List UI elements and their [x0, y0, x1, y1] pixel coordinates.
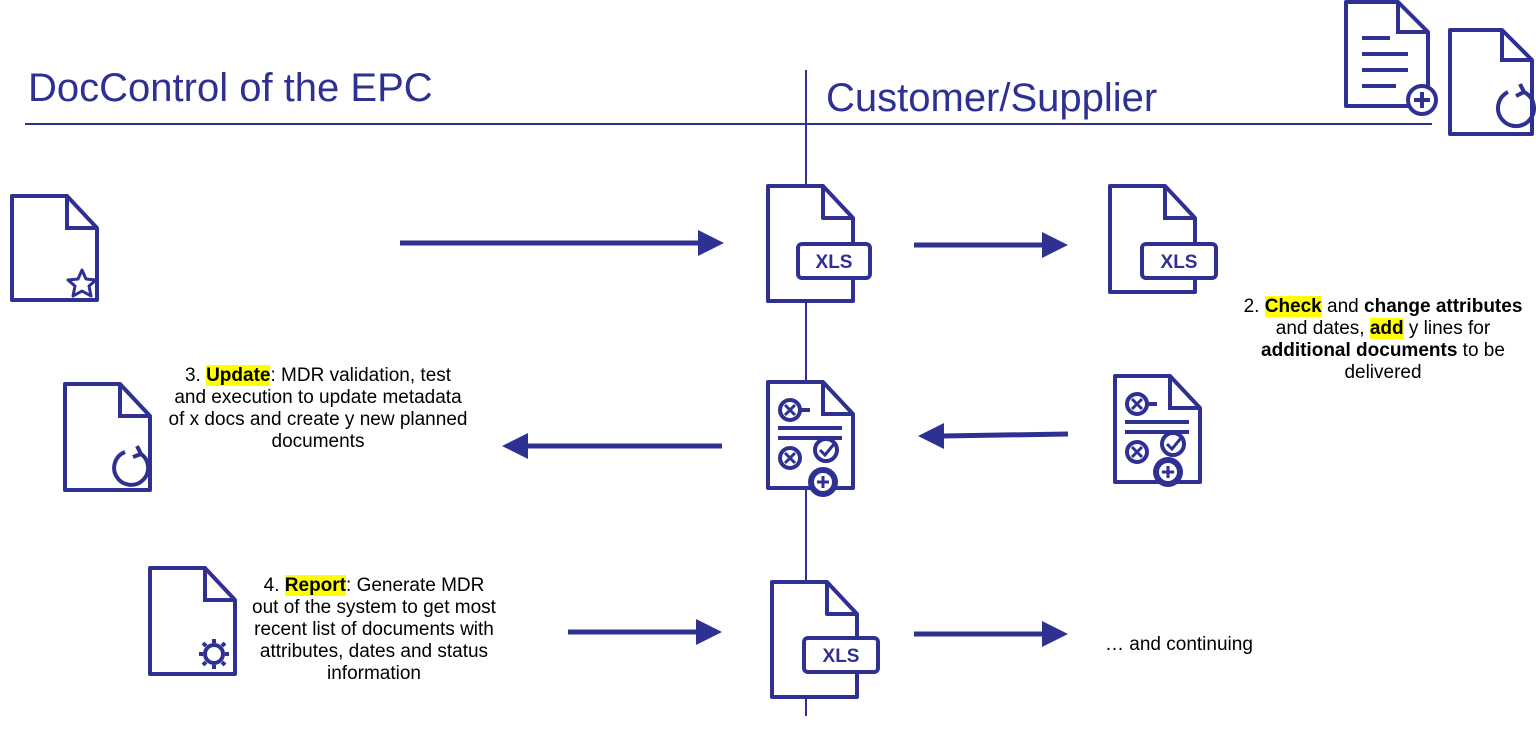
step-text: and dates, [1275, 318, 1370, 339]
arrowhead-update [502, 433, 528, 459]
xls-document-icon-bottom: XLS [770, 580, 880, 699]
checklist-document-add-icon-right [1113, 374, 1202, 487]
continuing-note: … and continuing [1105, 634, 1253, 655]
step-prefix: 2. [1243, 296, 1265, 317]
step-4-note: 4. Report: Generate MDR out of the syste… [250, 575, 498, 685]
step-keyword: Check [1264, 296, 1322, 317]
checklist-document-add-icon [766, 380, 855, 497]
svg-text:XLS: XLS [1161, 252, 1198, 273]
svg-text:XLS: XLS [823, 646, 860, 667]
step-text: to be delivered [1344, 340, 1505, 383]
step-keyword: add [1369, 318, 1404, 339]
xls-document-icon: XLS [766, 184, 872, 303]
page-title-left: DocControl of the EPC [28, 66, 433, 110]
step-text: y lines for [1403, 318, 1491, 339]
arrowhead-send-mdr [698, 230, 724, 256]
arrowhead-return [918, 423, 944, 449]
document-refresh-icon-left [63, 382, 152, 492]
xls-document-icon-right: XLS [1108, 184, 1218, 294]
step-prefix: 3. [184, 365, 207, 386]
arrow-return [941, 431, 1069, 439]
arrowhead-to-customer [1042, 232, 1068, 258]
step-bold-text: change attributes [1364, 296, 1523, 317]
step-keyword: Report [284, 575, 347, 596]
document-star-icon [10, 194, 99, 302]
step-text: and [1321, 296, 1365, 317]
step-2-note: 2. Check and change attributes and dates… [1236, 296, 1530, 384]
step-text: : MDR validation, test and execution to … [168, 365, 468, 452]
arrowhead-report [696, 619, 722, 645]
arrowhead-continue [1042, 621, 1068, 647]
step-bold-text: additional documents [1261, 340, 1458, 361]
step-3-note: 3. Update: MDR validation, test and exec… [168, 365, 468, 453]
step-text: : Generate MDR out of the system to get … [252, 575, 496, 684]
step-prefix: 4. [263, 575, 285, 596]
step-keyword: Update [206, 365, 271, 386]
document-gear-icon [148, 566, 237, 676]
page-title-right: Customer/Supplier [826, 76, 1158, 120]
document-refresh-icon [1448, 28, 1536, 136]
document-add-icon [1344, 0, 1438, 116]
svg-text:XLS: XLS [816, 252, 853, 273]
